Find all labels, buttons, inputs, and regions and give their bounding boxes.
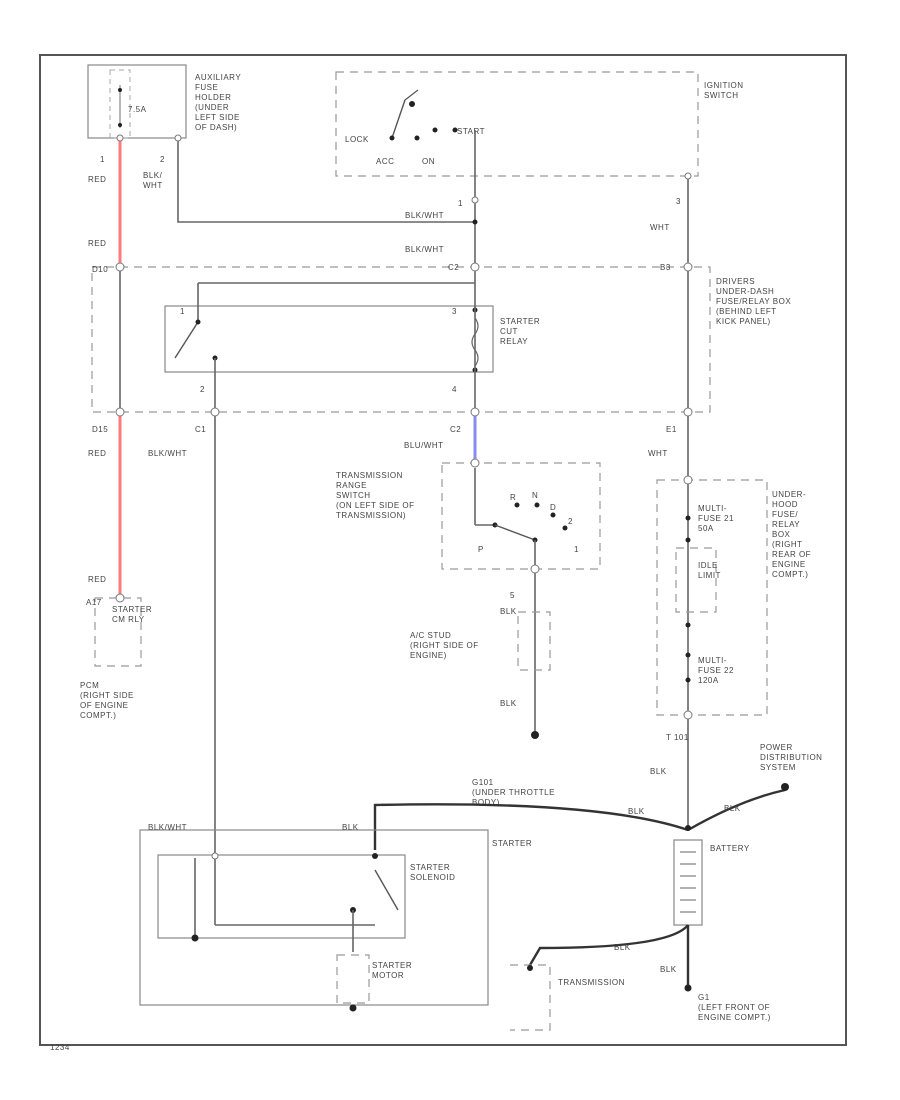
- conn-e1: E1: [666, 425, 677, 434]
- relay-pin-4: 4: [452, 385, 457, 394]
- fuse-value: 7.5A: [128, 105, 147, 114]
- ign-acc-label: ACC: [376, 157, 394, 166]
- pin-2a: 2: [160, 155, 165, 164]
- blk-label-7: BLK: [614, 943, 631, 952]
- pin-5: 5: [510, 591, 515, 600]
- wht-label-2: WHT: [648, 449, 668, 458]
- blk-wht-label-3: BLK/WHT: [405, 245, 444, 254]
- red-label-2: RED: [88, 239, 106, 248]
- pin-1b: 1: [458, 199, 463, 208]
- ac-stud-outline: [517, 611, 551, 671]
- conn-d10-top: D10: [92, 265, 108, 274]
- trans-p: P: [478, 545, 484, 554]
- blk-wht-label-4: BLK/WHT: [148, 449, 187, 458]
- pcm-pin: A17: [86, 598, 102, 607]
- ign-lock-label: LOCK: [345, 135, 369, 144]
- red-label-1: RED: [88, 175, 106, 184]
- battery-to-pds-cable: [687, 788, 786, 832]
- blk-wht-label-1: BLK/WHT: [143, 171, 163, 190]
- trans-n: N: [532, 491, 538, 500]
- battery-to-transmission: [528, 924, 689, 966]
- trans-d: D: [550, 503, 556, 512]
- conn-d15: D15: [92, 425, 108, 434]
- conn-c2-top: C2: [448, 263, 459, 272]
- battery: BATTERY: [673, 839, 750, 926]
- red-label-3: RED: [88, 449, 106, 458]
- blk-label-5: BLK: [724, 804, 741, 813]
- ign-start-label: START: [457, 127, 485, 136]
- blk-wht-label-5: BLK/WHT: [148, 823, 187, 832]
- relay-pin-2: 2: [200, 385, 205, 394]
- pds-terminal: [781, 783, 789, 791]
- blk-label-6: BLK: [342, 823, 359, 832]
- battery-positive-node: [685, 825, 691, 831]
- t101-label: T 101: [666, 733, 689, 742]
- pin-3: 3: [676, 197, 681, 206]
- blk-label-4: BLK: [628, 807, 645, 816]
- transmission-ground: [527, 965, 533, 971]
- trans-1: 1: [574, 545, 579, 554]
- starter-label: STARTER: [492, 839, 532, 848]
- blk-wht-fuse-to-switch: [177, 138, 475, 223]
- conn-c2-bot: C2: [450, 425, 461, 434]
- blk-label-3: BLK: [650, 767, 667, 776]
- conn-c1: C1: [195, 425, 206, 434]
- conn-b3: B3: [660, 263, 671, 272]
- diagram-frame: [39, 54, 847, 1046]
- transmission-outline: [510, 964, 551, 1031]
- g1-ground-point: [684, 984, 692, 992]
- blu-wht-label: BLU/WHT: [404, 441, 444, 450]
- drivers-fuse-box-outline: [91, 266, 711, 413]
- blk-label-8: BLK: [660, 965, 677, 974]
- blk-label-2: BLK: [500, 699, 517, 708]
- relay-pin-3: 3: [452, 307, 457, 316]
- transmission-label: TRANSMISSION: [558, 978, 625, 987]
- battery-label: BATTERY: [710, 844, 750, 853]
- g101-ground-point: [531, 731, 539, 739]
- blk-label-1: BLK: [500, 607, 517, 616]
- relay-pin-1: 1: [180, 307, 185, 316]
- trans-2: 2: [568, 517, 573, 526]
- trans-r: R: [510, 493, 516, 502]
- battery-to-starter-cable: [373, 803, 689, 850]
- connectors: [115, 134, 693, 860]
- wht-label-1: WHT: [650, 223, 670, 232]
- pin-1a: 1: [100, 155, 105, 164]
- ign-on-label: ON: [422, 157, 435, 166]
- blk-wht-label-2: BLK/WHT: [405, 211, 444, 220]
- diagram-ref: 1234: [50, 1043, 70, 1052]
- red-label-4: RED: [88, 575, 106, 584]
